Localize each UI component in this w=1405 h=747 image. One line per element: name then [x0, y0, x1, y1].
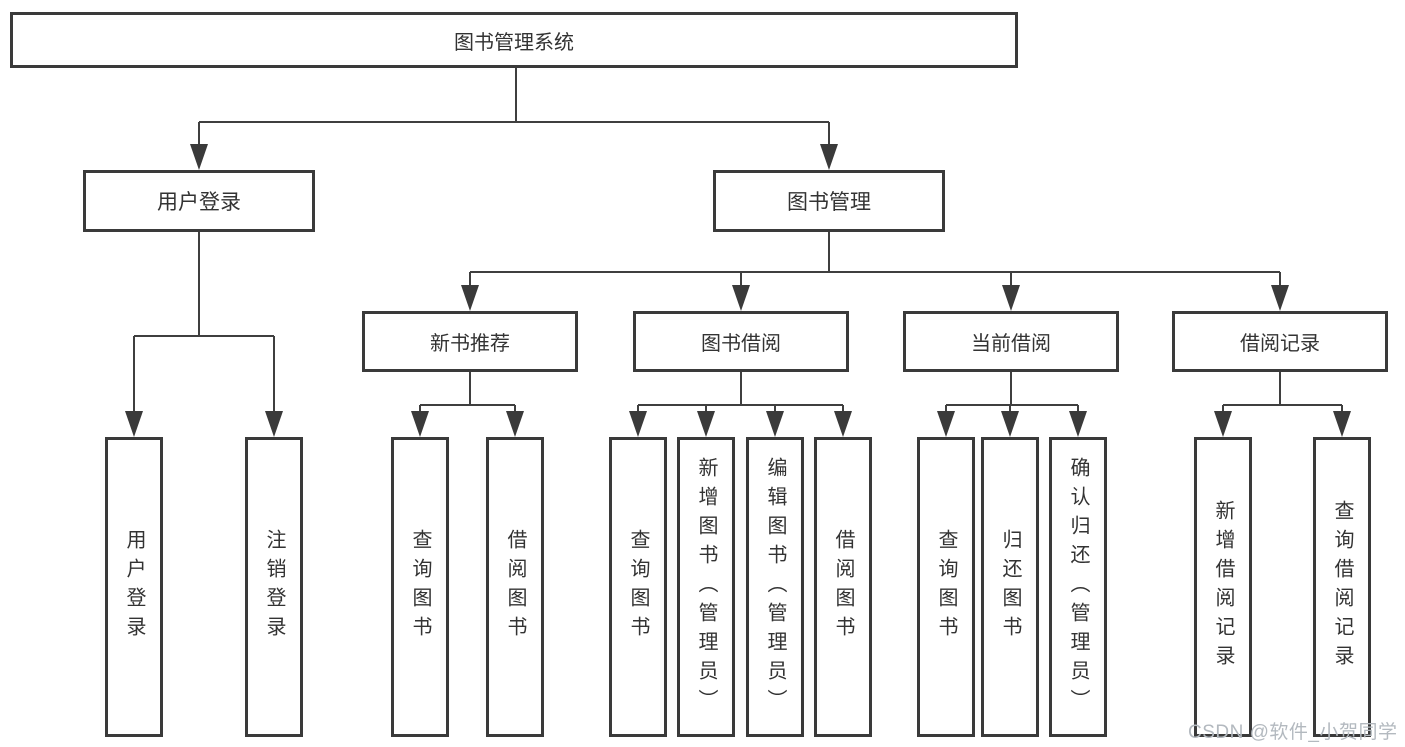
- node-leaf-edit-book-admin: 编辑图书（管理员）: [746, 437, 804, 737]
- node-label: 查询借阅记录: [1331, 500, 1353, 674]
- node-label: 图书借阅: [701, 333, 781, 355]
- connector-book-borrow: [637, 372, 844, 415]
- arrowhead: [190, 144, 208, 170]
- node-user-login: 用户登录: [83, 170, 315, 232]
- node-label: 查询图书: [627, 529, 649, 645]
- node-label: 注销登录: [263, 529, 285, 645]
- arrowhead: [1069, 411, 1087, 437]
- node-label: 借阅图书: [832, 529, 854, 645]
- arrowhead: [697, 411, 715, 437]
- connector-root: [198, 68, 830, 150]
- arrowhead: [1002, 285, 1020, 311]
- node-leaf-logout: 注销登录: [245, 437, 303, 737]
- node-new-books: 新书推荐: [362, 311, 578, 372]
- connector-borrow-records: [1222, 372, 1343, 415]
- node-borrow-records: 借阅记录: [1172, 311, 1388, 372]
- node-label: 确认归还（管理员）: [1067, 456, 1089, 718]
- node-label: 用户登录: [123, 529, 145, 645]
- node-leaf-query-books-2: 查询图书: [609, 437, 667, 737]
- watermark: CSDN @软件_小贺同学: [1188, 722, 1398, 743]
- connector-current-borrow: [945, 372, 1079, 415]
- node-leaf-user-login: 用户登录: [105, 437, 163, 737]
- arrowhead: [937, 411, 955, 437]
- node-label: 当前借阅: [971, 333, 1051, 355]
- arrowhead: [411, 411, 429, 437]
- node-label: 图书管理系统: [454, 31, 574, 54]
- node-label: 新书推荐: [430, 333, 510, 355]
- node-leaf-borrow-books-1: 借阅图书: [486, 437, 544, 737]
- arrowhead: [125, 411, 143, 437]
- node-leaf-add-borrow-record: 新增借阅记录: [1194, 437, 1252, 737]
- arrowhead: [629, 411, 647, 437]
- arrowhead: [732, 285, 750, 311]
- node-label: 新增图书（管理员）: [695, 456, 717, 718]
- node-label: 用户登录: [157, 191, 241, 214]
- node-book-borrow: 图书借阅: [633, 311, 849, 372]
- node-label: 图书管理: [787, 191, 871, 214]
- node-leaf-confirm-return-admin: 确认归还（管理员）: [1049, 437, 1107, 737]
- node-label: 查询图书: [409, 529, 431, 645]
- connector-book-mgmt: [469, 232, 1281, 292]
- arrowhead: [506, 411, 524, 437]
- arrowheads: [125, 144, 1351, 437]
- connector-user-login: [133, 232, 275, 415]
- arrowhead: [1214, 411, 1232, 437]
- node-leaf-add-book-admin: 新增图书（管理员）: [677, 437, 735, 737]
- node-label: 编辑图书（管理员）: [764, 456, 786, 718]
- arrowhead: [1333, 411, 1351, 437]
- arrowhead: [1001, 411, 1019, 437]
- node-leaf-return-book: 归还图书: [981, 437, 1039, 737]
- arrowhead: [1271, 285, 1289, 311]
- node-leaf-query-books-3: 查询图书: [917, 437, 975, 737]
- arrowhead: [834, 411, 852, 437]
- node-leaf-query-borrow-record: 查询借阅记录: [1313, 437, 1371, 737]
- node-label: 借阅记录: [1240, 333, 1320, 355]
- arrowhead: [461, 285, 479, 311]
- node-book-mgmt: 图书管理: [713, 170, 945, 232]
- node-label: 新增借阅记录: [1212, 500, 1234, 674]
- node-system-root: 图书管理系统: [10, 12, 1018, 68]
- node-label: 借阅图书: [504, 529, 526, 645]
- node-leaf-borrow-books-2: 借阅图书: [814, 437, 872, 737]
- connector-new-books: [419, 372, 516, 415]
- arrowhead: [820, 144, 838, 170]
- node-leaf-query-books-1: 查询图书: [391, 437, 449, 737]
- node-current-borrow: 当前借阅: [903, 311, 1119, 372]
- arrowhead: [265, 411, 283, 437]
- node-label: 查询图书: [935, 529, 957, 645]
- arrowhead: [766, 411, 784, 437]
- node-label: 归还图书: [999, 529, 1021, 645]
